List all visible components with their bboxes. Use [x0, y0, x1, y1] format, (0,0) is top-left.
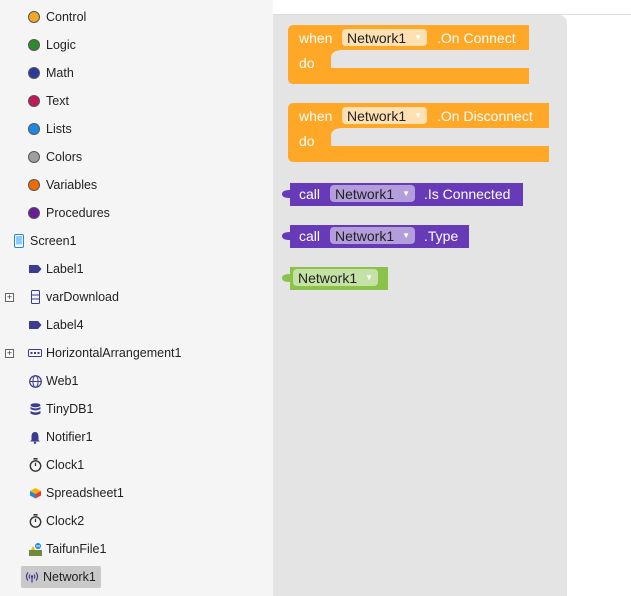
component-label: Label4 [46, 318, 84, 332]
component-notifier1[interactable]: Notifier1 [28, 426, 93, 448]
bell-icon [28, 430, 42, 444]
category-label: Lists [46, 122, 72, 136]
component-clock1[interactable]: Clock1 [28, 454, 84, 476]
category-label: Text [46, 94, 69, 108]
builtin-math[interactable]: Math [28, 62, 74, 84]
chevron-down-icon: ▼ [414, 33, 423, 42]
category-label: Logic [46, 38, 76, 52]
dropdown-value: Network1 [335, 185, 395, 202]
component-label: Screen1 [30, 234, 77, 248]
category-label: Colors [46, 150, 83, 164]
do-keyword: do [299, 133, 315, 149]
vertical-arrangement-icon [28, 290, 42, 304]
category-label: Math [46, 66, 74, 80]
when-keyword: when [299, 30, 333, 46]
component-web1[interactable]: Web1 [28, 370, 78, 392]
builtin-variables[interactable]: Variables [28, 174, 97, 196]
component-label1[interactable]: Label1 [28, 258, 84, 280]
dropdown-value: Network1 [347, 29, 407, 46]
component-label: Spreadsheet1 [46, 486, 124, 500]
dropdown-value: Network1 [298, 269, 358, 286]
colors-category-icon [28, 151, 40, 163]
category-label: Procedures [46, 206, 110, 220]
component-label: varDownload [46, 290, 119, 304]
event-name: .On Disconnect [437, 108, 533, 124]
component-taifunfile1[interactable]: TaifunFile1 [28, 538, 106, 560]
control-category-icon [28, 11, 40, 23]
variables-category-icon [28, 179, 40, 191]
chevron-down-icon: ▼ [402, 189, 411, 198]
dropdown-value: Network1 [347, 107, 407, 124]
component-screen1[interactable]: Screen1 [12, 230, 77, 252]
procedures-category-icon [28, 207, 40, 219]
component-clock2[interactable]: Clock2 [28, 510, 84, 532]
expand-horizontalarrangement-icon[interactable]: + [5, 348, 14, 358]
component-label: TaifunFile1 [46, 542, 107, 556]
globe-icon [28, 374, 42, 388]
component-label: HorizontalArrangement1 [46, 346, 182, 360]
chevron-down-icon: ▼ [402, 231, 411, 240]
component-dropdown[interactable]: Network1 ▼ [330, 227, 416, 244]
workspace-top-border [273, 14, 631, 15]
component-label: Web1 [46, 374, 79, 388]
category-label: Variables [46, 178, 98, 192]
component-network1[interactable]: Network1 [21, 566, 101, 588]
component-tinydb1[interactable]: TinyDB1 [28, 398, 93, 420]
chevron-down-icon: ▼ [414, 111, 423, 120]
text-category-icon [28, 95, 40, 107]
component-dropdown[interactable]: Network1 ▼ [293, 269, 379, 286]
taifun-icon [28, 542, 42, 556]
component-vardownload[interactable]: varDownload [28, 286, 119, 308]
clock-icon [28, 458, 42, 472]
component-label: Clock1 [46, 458, 85, 472]
builtin-procedures[interactable]: Procedures [28, 202, 110, 224]
component-label: Clock2 [46, 514, 85, 528]
builtin-control[interactable]: Control [28, 6, 86, 28]
component-label4[interactable]: Label4 [28, 314, 84, 336]
category-label: Control [46, 10, 87, 24]
call-keyword: call [299, 228, 321, 244]
builtin-colors[interactable]: Colors [28, 146, 82, 168]
clock-icon [28, 514, 42, 528]
chevron-down-icon: ▼ [365, 273, 374, 282]
horizontal-arrangement-icon [28, 346, 42, 360]
component-label: Notifier1 [46, 430, 93, 444]
label-icon [28, 262, 42, 276]
expand-vardownload-icon[interactable]: + [5, 292, 14, 302]
do-keyword: do [299, 55, 315, 71]
database-icon [28, 402, 42, 416]
when-keyword: when [299, 108, 333, 124]
call-keyword: call [299, 186, 321, 202]
dropdown-value: Network1 [335, 227, 395, 244]
network-icon [25, 570, 39, 584]
label-icon [28, 318, 42, 332]
blocks-drawer: Control Logic Math Text Lists Colors Var… [0, 0, 273, 596]
builtin-text[interactable]: Text [28, 90, 69, 112]
method-name: .Type [424, 228, 459, 244]
component-dropdown[interactable]: Network1 ▼ [342, 107, 428, 124]
builtin-logic[interactable]: Logic [28, 34, 76, 56]
component-spreadsheet1[interactable]: Spreadsheet1 [28, 482, 124, 504]
component-label: Network1 [43, 570, 96, 584]
component-dropdown[interactable]: Network1 ▼ [330, 185, 416, 202]
component-label: Label1 [46, 262, 84, 276]
component-dropdown[interactable]: Network1 ▼ [342, 29, 428, 46]
component-label: TinyDB1 [46, 402, 94, 416]
method-name: .Is Connected [424, 186, 511, 202]
phone-icon [12, 234, 26, 248]
spreadsheet-icon [28, 486, 42, 500]
math-category-icon [28, 67, 40, 79]
logic-category-icon [28, 39, 40, 51]
component-horizontalarrangement1[interactable]: HorizontalArrangement1 [28, 342, 182, 364]
lists-category-icon [28, 123, 40, 135]
event-name: .On Connect [437, 30, 516, 46]
builtin-lists[interactable]: Lists [28, 118, 72, 140]
